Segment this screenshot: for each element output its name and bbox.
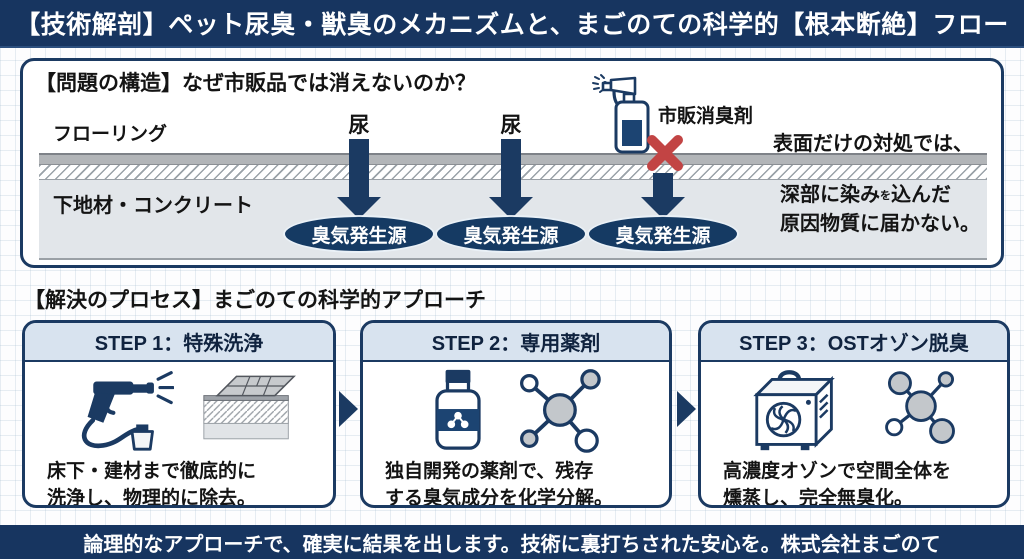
step2-header: STEP 2：専用薬剤 xyxy=(363,323,669,362)
step1-desc-line2: 洗浄し、物理的に除去。 xyxy=(47,488,257,508)
odor-source-badge-2: 臭気発生源 xyxy=(437,217,585,251)
step3-desc-line1: 高濃度オゾンで空間全体を xyxy=(723,461,952,482)
urine-label-1: 尿 xyxy=(348,114,370,137)
step3-description: 高濃度オゾンで空間全体を 燻蒸し、完全無臭化。 xyxy=(701,458,1007,508)
solution-section-title: 【解決のプロセス】まごのての科学的アプローチ xyxy=(24,289,486,312)
step3-box: STEP 3：OSTオゾン脱臭 xyxy=(698,320,1010,508)
arrow-head xyxy=(641,197,685,219)
step2-desc-line1: 独自開発の薬剤で、残存 xyxy=(385,461,594,482)
deep-note-line1: 深部に染み xyxy=(780,184,880,206)
step3-icons xyxy=(701,362,1007,458)
deep-note-line2: 原因物質に届かない。 xyxy=(780,213,980,235)
page-title: 【技術解剖】ペット尿臭・獣臭のメカニズムと、まごのての科学的【根本断絶】フロー xyxy=(15,11,1009,39)
red-x-icon xyxy=(647,135,683,171)
flooring-label: フローリング xyxy=(53,124,168,145)
deodorant-arrow xyxy=(641,173,685,219)
step1-box: STEP 1：特殊洗浄 xyxy=(22,320,336,508)
problem-structure-panel: 【問題の構造】なぜ市販品では消えないのか？ フローリング 下地材・コンクリート … xyxy=(20,58,1004,268)
step2-icons xyxy=(363,362,669,458)
step3-desc-line2: 燻蒸し、完全無臭化。 xyxy=(723,488,914,508)
substrate-label: 下地材・コンクリート xyxy=(53,195,253,217)
bottom-tagline-banner: 論理的なアプローチで、確実に結果を出します。技術に裏打ちされた安心を。株式会社ま… xyxy=(0,525,1024,559)
arrow-shaft xyxy=(501,139,521,197)
step-arrow-1-icon xyxy=(339,391,358,427)
step3-header: STEP 3：OSTオゾン脱臭 xyxy=(701,323,1007,362)
arrow-head xyxy=(337,197,381,219)
urine-arrow-2 xyxy=(489,139,533,219)
urine-arrow-1 xyxy=(337,139,381,219)
odor-source-badge-1: 臭気発生源 xyxy=(285,217,433,251)
molecule-icon xyxy=(520,369,601,453)
chemical-bottle-icon xyxy=(435,369,481,450)
floor-layers-icon xyxy=(203,375,296,440)
problem-section-title: 【問題の構造】なぜ市販品では消えないのか？ xyxy=(35,72,476,95)
step2-box: STEP 2：専用薬剤 xyxy=(360,320,672,508)
urine-label-2: 尿 xyxy=(500,114,522,137)
step1-header: STEP 1：特殊洗浄 xyxy=(25,323,333,362)
surface-note: 表面だけの対処では、 xyxy=(773,133,973,155)
step1-description: 床下・建材まで徹底的に 洗浄し、物理的に除去。 xyxy=(25,458,333,508)
deep-note: 深部に染みを込んだ 原因物質に届かない。 xyxy=(780,181,980,238)
step2-desc-line2: する臭気成分を化学分解。 xyxy=(385,488,614,508)
step1-desc-line1: 床下・建材まで徹底的に xyxy=(47,461,257,482)
step1-icons xyxy=(25,362,333,458)
step2-description: 独自開発の薬剤で、残存 する臭気成分を化学分解。 xyxy=(363,458,669,508)
top-title-banner: 【技術解剖】ペット尿臭・獣臭のメカニズムと、まごのての科学的【根本断絶】フロー xyxy=(0,0,1024,48)
deep-note-line1-end: 込んだ xyxy=(891,184,951,206)
ozone-generator-icon xyxy=(753,370,835,451)
deep-note-small-char: を xyxy=(880,190,891,202)
pressure-washer-icon xyxy=(81,371,174,451)
arrow-shaft xyxy=(349,139,369,197)
odor-source-badge-3: 臭気発生源 xyxy=(589,217,737,251)
spray-label: 市販消臭剤 xyxy=(658,106,754,127)
arrow-shaft xyxy=(653,173,673,197)
step-arrow-2-icon xyxy=(677,391,696,427)
arrow-head xyxy=(489,197,533,219)
footer-tagline: 論理的なアプローチで、確実に結果を出します。技術に裏打ちされた安心を。株式会社ま… xyxy=(83,533,941,556)
ozone-bubbles-icon xyxy=(885,371,955,444)
spray-bottle-icon xyxy=(592,74,650,154)
